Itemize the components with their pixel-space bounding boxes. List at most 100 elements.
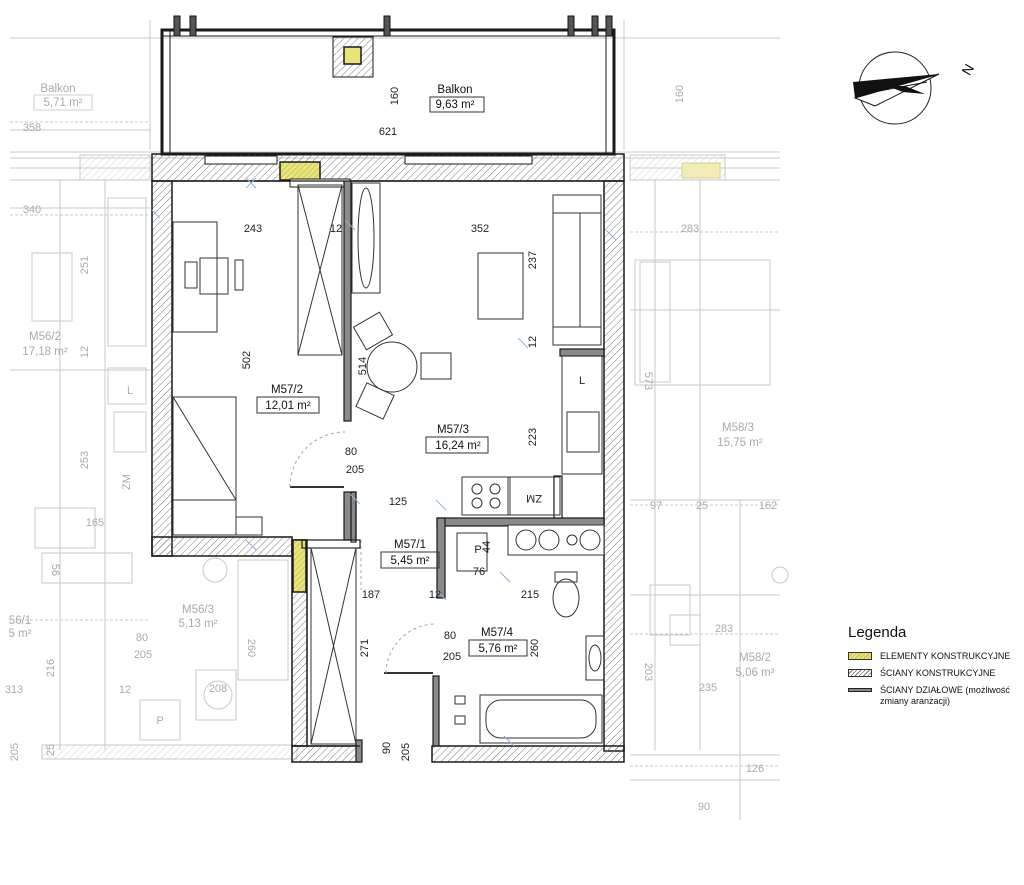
legend-label: ELEMENTY KONSTRUKCYJNE — [880, 651, 1011, 661]
svg-text:358: 358 — [23, 122, 41, 134]
svg-text:L: L — [127, 385, 133, 397]
svg-text:215: 215 — [521, 589, 539, 601]
svg-text:352: 352 — [471, 223, 489, 235]
partition-walls — [301, 180, 605, 763]
legend-label: ŚCIANY KONSTRUKCYJNE — [880, 668, 996, 678]
svg-text:80: 80 — [444, 630, 456, 642]
svg-text:313: 313 — [5, 684, 23, 696]
svg-text:216: 216 — [45, 659, 57, 677]
ghost-room-area: 17,18 m² — [22, 346, 68, 358]
ghost-room-area: 5,71 m² — [44, 97, 83, 109]
monitor-icon — [184, 261, 198, 289]
ghost-room-name: M56/2 — [29, 331, 61, 343]
legend-item: ELEMENTY KONSTRUKCYJNE — [848, 651, 1024, 662]
svg-text:260: 260 — [245, 639, 257, 657]
svg-text:205: 205 — [134, 649, 152, 661]
hall-wardrobe — [310, 547, 357, 745]
svg-text:12: 12 — [79, 346, 91, 358]
ghost-room-area: 5,06 m² — [736, 667, 775, 679]
svg-text:160: 160 — [674, 85, 686, 103]
ghost-room-area: 5 m² — [9, 628, 32, 640]
svg-text:271: 271 — [359, 639, 371, 657]
svg-text:25: 25 — [45, 744, 57, 756]
svg-text:97: 97 — [650, 500, 662, 512]
bed — [172, 396, 237, 536]
sink — [566, 411, 600, 453]
partition-wall-swatch — [848, 688, 872, 692]
svg-text:237: 237 — [527, 251, 539, 269]
coffee-table — [477, 252, 524, 320]
ghost-room-name: M56/3 — [182, 604, 214, 616]
ghost-room-area: 5,13 m² — [179, 618, 218, 630]
svg-text:283: 283 — [681, 223, 699, 235]
bathtub — [479, 694, 603, 744]
structural-walls — [151, 153, 625, 763]
svg-text:P: P — [156, 715, 163, 727]
legend-label: ŚCIANY DZIAŁOWE (możliwość zmiany aranża… — [880, 685, 1010, 706]
room-area: 12,01 m² — [265, 400, 311, 412]
room-labels: Balkon 9,63 m² M57/2 12,01 m² M57/3 16,2… — [256, 84, 528, 657]
svg-text:340: 340 — [23, 204, 41, 216]
chair — [355, 382, 395, 420]
svg-text:12: 12 — [119, 684, 131, 696]
svg-text:205: 205 — [346, 464, 364, 476]
svg-text:502: 502 — [241, 351, 253, 369]
stove — [461, 476, 511, 516]
room-area: 16,24 m² — [435, 440, 481, 452]
zm-box — [507, 476, 561, 516]
svg-text:573: 573 — [642, 372, 654, 390]
bath-furniture — [310, 524, 605, 745]
svg-text:187: 187 — [362, 589, 380, 601]
room-area: 5,45 m² — [391, 555, 430, 567]
svg-text:243: 243 — [244, 223, 262, 235]
ghost-room-name: M58/3 — [722, 422, 754, 434]
p-box — [456, 532, 488, 572]
ghost-room-name: Balkon — [40, 83, 75, 95]
svg-text:56: 56 — [49, 564, 61, 576]
room-name: M57/4 — [481, 627, 514, 639]
svg-text:ZM: ZM — [121, 474, 133, 490]
wall-unit — [351, 182, 381, 294]
wardrobe — [297, 184, 343, 356]
compass-icon — [853, 51, 940, 125]
svg-text:12: 12 — [527, 336, 539, 348]
svg-text:25: 25 — [696, 500, 708, 512]
chair — [420, 352, 452, 380]
svg-text:165: 165 — [86, 517, 104, 529]
reference-ticks — [151, 177, 617, 747]
svg-text:126: 126 — [746, 763, 764, 775]
svg-text:125: 125 — [389, 496, 407, 508]
legend-item: ŚCIANY DZIAŁOWE (możliwość zmiany aranża… — [848, 685, 1024, 707]
svg-text:514: 514 — [357, 357, 369, 375]
north-label: N — [958, 61, 977, 78]
svg-text:223: 223 — [527, 428, 539, 446]
zm-symbol: ZM — [526, 492, 542, 504]
l-symbol: L — [579, 375, 585, 387]
toilet — [552, 578, 580, 618]
lamp — [357, 187, 375, 289]
washbasin — [585, 635, 605, 681]
ghost-dimension-labels: 358 340 251 12 253 165 80 205 216 260 12… — [5, 85, 777, 813]
room-name: M57/1 — [394, 539, 426, 551]
legend-title: Legenda — [848, 624, 907, 641]
svg-text:12: 12 — [330, 223, 342, 235]
dining-table — [366, 341, 418, 393]
ghost-room-labels: Balkon 5,71 m² M56/2 17,18 m² M56/3 5,13… — [9, 83, 775, 679]
structural-wall-swatch — [848, 669, 872, 677]
chair — [352, 311, 394, 351]
svg-text:205: 205 — [400, 743, 412, 761]
svg-text:205: 205 — [9, 743, 21, 761]
legend: Legenda ELEMENTY KONSTRUKCYJNE ŚCIANY KO… — [848, 624, 1024, 713]
fixture-symbols: ZM P L — [474, 375, 585, 556]
svg-text:235: 235 — [699, 682, 717, 694]
water-meters — [507, 524, 605, 556]
svg-text:205: 205 — [443, 651, 461, 663]
living-furniture — [351, 182, 603, 516]
svg-text:160: 160 — [389, 87, 401, 105]
svg-text:90: 90 — [698, 801, 710, 813]
sofa — [552, 194, 602, 346]
svg-text:80: 80 — [345, 446, 357, 458]
svg-text:260: 260 — [529, 639, 541, 657]
ghost-room-name: 56/1 — [9, 615, 31, 627]
